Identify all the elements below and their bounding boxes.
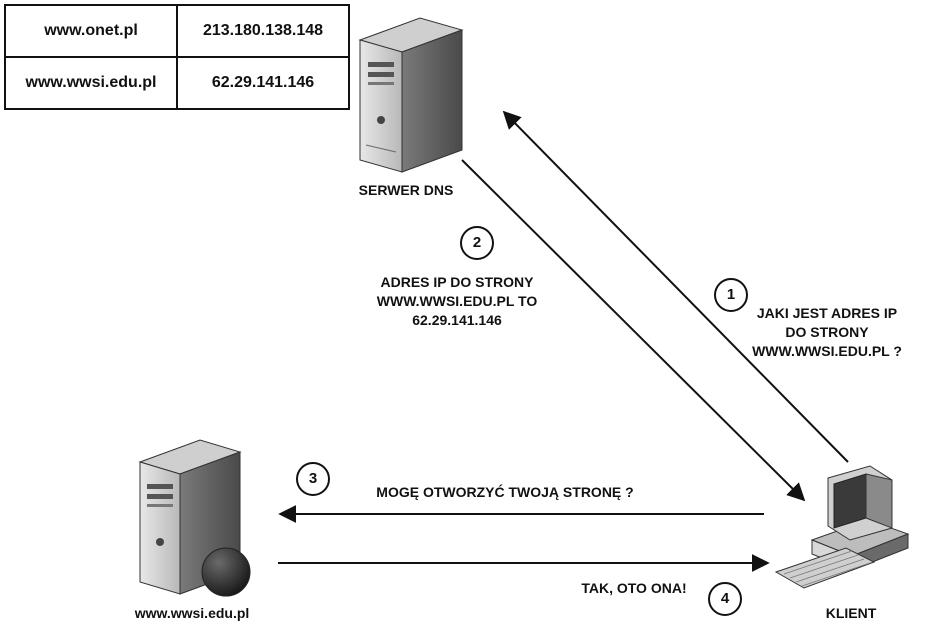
- client-label: KLIENT: [825, 605, 877, 621]
- step-number-4: 4: [708, 582, 742, 616]
- step-number-2: 2: [460, 226, 494, 260]
- dns-table: www.onet.pl 213.180.138.148 www.wwsi.edu…: [4, 4, 350, 110]
- step-2-line-3: 62.29.141.146: [412, 312, 502, 328]
- step-3-text: MOGĘ OTWORZYĆ TWOJĄ STRONĘ ?: [376, 484, 634, 500]
- dns-server-icon: [358, 17, 464, 173]
- dns-server-label: SERWER DNS: [358, 182, 454, 198]
- table-cell-ip: 62.29.141.146: [176, 56, 350, 110]
- step-number-1: 1: [714, 278, 748, 312]
- step-2-text: ADRES IP DO STRONY WWW.WWSI.EDU.PL TO 62…: [362, 273, 552, 330]
- arrow-response-dns: [461, 159, 806, 502]
- step-1-text: JAKI JEST ADRES IP DO STRONY WWW.WWSI.ED…: [742, 304, 912, 361]
- web-server-label: www.wwsi.edu.pl: [134, 605, 250, 621]
- step-1-line-3: WWW.WWSI.EDU.PL ?: [752, 343, 902, 359]
- step-1-line-2: DO STRONY: [785, 324, 869, 340]
- table-cell-ip: 213.180.138.148: [176, 4, 350, 58]
- table-row: www.wwsi.edu.pl 62.29.141.146: [4, 56, 350, 110]
- arrow-request-dns: [502, 110, 849, 463]
- step-number-3: 3: [296, 462, 330, 496]
- table-row: www.onet.pl 213.180.138.148: [4, 4, 350, 58]
- step-1-line-1: JAKI JEST ADRES IP: [756, 305, 898, 321]
- table-cell-host: www.wwsi.edu.pl: [4, 56, 178, 110]
- step-4-text: TAK, OTO ONA!: [581, 580, 687, 596]
- table-cell-host: www.onet.pl: [4, 4, 178, 58]
- web-server-icon: [138, 439, 251, 597]
- step-2-line-2: WWW.WWSI.EDU.PL TO: [376, 293, 538, 309]
- step-2-line-1: ADRES IP DO STRONY: [380, 274, 534, 290]
- client-computer-icon: [774, 465, 910, 589]
